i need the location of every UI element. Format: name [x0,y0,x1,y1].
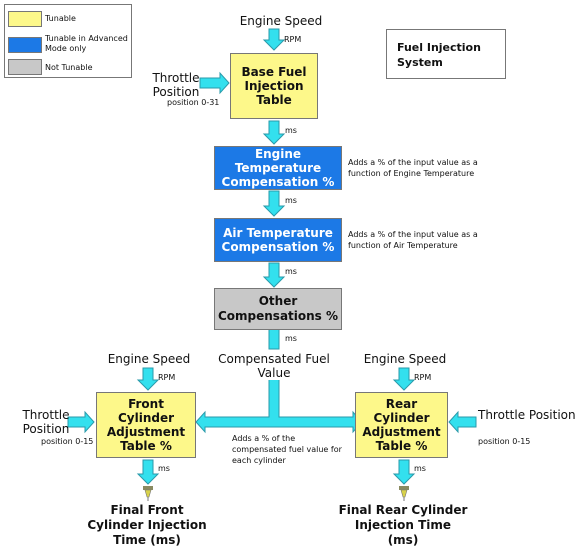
base-ms-label: ms [285,126,297,135]
front-throttle-range: position 0-15 [41,437,94,446]
top-throttle-label: Throttle Position [152,71,200,99]
front-final-output-label: Final Front Cylinder Injection Time (ms) [87,503,207,547]
legend-label-tunable: Tunable [45,14,76,23]
rear-ms-label: ms [414,464,426,473]
split-note: Adds a % of the compensated fuel value f… [232,434,342,465]
front-cylinder-table-box[interactable]: Front Cylinder Adjustment Table % [96,392,196,458]
air-temp-box[interactable]: Air Temperature Compensation % [214,218,342,262]
front-throttle-label: Throttle Position [22,408,70,436]
rear-throttle-label: Throttle Position [478,408,576,422]
arrow-front-rpm [136,367,160,391]
connector-arrows [67,28,477,501]
base-fuel-table-label: Base Fuel Injection Table [241,65,307,107]
arrow-throttle-to-base [199,71,230,95]
front-engine-speed-label: Engine Speed [107,352,191,366]
rear-throttle-range: position 0-15 [478,437,531,446]
diagram-title-text: Fuel Injection System [397,41,481,69]
air-temp-ms-label: ms [285,267,297,276]
legend-label-not-tunable: Not Tunable [45,63,93,72]
rear-injector-icon [399,486,409,501]
other-comp-box: Other Compensations % [214,288,342,330]
legend-swatch-tunable [8,11,42,27]
base-fuel-table-box[interactable]: Base Fuel Injection Table [230,53,318,119]
arrow-rear-rpm [392,367,416,391]
rear-cylinder-table-label: Rear Cylinder Adjustment Table % [362,397,441,453]
front-rpm-label: RPM [158,373,176,382]
legend-swatch-not-tunable [8,59,42,75]
arrow-front-ms [136,459,160,485]
compensated-fuel-label: Compensated Fuel Value [203,352,345,380]
rear-cylinder-table-box[interactable]: Rear Cylinder Adjustment Table % [355,392,448,458]
top-throttle-range: position 0-31 [167,98,220,107]
front-cylinder-table-label: Front Cylinder Adjustment Table % [106,397,186,453]
engine-temp-note: Adds a % of the input value as a functio… [348,158,478,178]
engine-temp-box[interactable]: Engine Temperature Compensation % [214,146,342,190]
engine-temp-label: Engine Temperature Compensation % [221,147,335,189]
arrow-rpm-to-base [262,28,286,51]
connector-other-to-split [268,328,280,350]
air-temp-note: Adds a % of the input value as a functio… [348,230,478,250]
front-ms-label: ms [158,464,170,473]
top-rpm-label: RPM [284,35,302,44]
rear-rpm-label: RPM [414,373,432,382]
legend: Tunable Tunable in Advanced Mode only No… [4,4,132,78]
diagram-title: Fuel Injection System [386,29,506,79]
air-temp-label: Air Temperature Compensation % [221,226,335,254]
rear-final-output-label: Final Rear Cylinder Injection Time (ms) [338,503,468,547]
top-engine-speed-label: Engine Speed [239,14,323,28]
legend-label-advanced: Tunable in Advanced Mode only [45,34,128,53]
legend-swatch-advanced [8,37,42,53]
arrow-rear-ms [392,459,416,485]
rear-engine-speed-label: Engine Speed [363,352,447,366]
arrow-front-throttle [67,410,95,434]
engine-temp-ms-label: ms [285,196,297,205]
arrow-rear-throttle [448,410,477,434]
front-injector-icon [143,486,153,501]
connector-split [195,369,363,434]
arrow-air-to-other [262,262,286,288]
other-ms-label: ms [285,334,297,343]
arrow-base-to-engine-temp [262,120,286,145]
other-comp-label: Other Compensations % [217,294,339,323]
arrow-engine-to-air-temp [262,190,286,217]
